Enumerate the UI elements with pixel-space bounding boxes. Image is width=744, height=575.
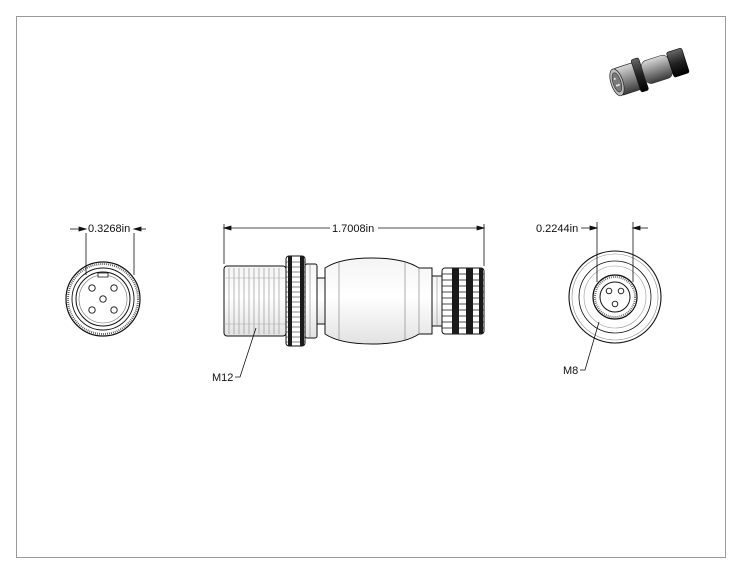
isometric-preview — [609, 47, 690, 97]
right-width-dimension — [581, 222, 648, 282]
pin — [605, 287, 613, 295]
m8-nut-knurl — [442, 273, 484, 329]
collar — [304, 263, 318, 339]
pin — [88, 306, 96, 314]
sheet-border — [16, 16, 726, 558]
right-end-view — [568, 250, 662, 344]
left-width-dimension — [70, 226, 146, 275]
pin — [88, 284, 96, 292]
left-pin-group — [88, 284, 118, 314]
side-view — [223, 255, 485, 347]
pin — [110, 284, 118, 292]
pin — [110, 306, 118, 314]
m12-leader — [235, 327, 257, 378]
right-pin-group — [605, 287, 625, 308]
right-width-label: 0.2244in — [536, 223, 578, 235]
pin — [99, 295, 107, 303]
pin — [617, 287, 625, 295]
m12-thread-body — [223, 265, 287, 337]
overall-length-dimension — [222, 224, 486, 266]
overall-length-label: 1.7008in — [332, 223, 374, 235]
center-body — [324, 257, 433, 345]
m12-callout: M12 — [212, 372, 233, 384]
m8-leader — [580, 321, 600, 371]
left-end-view — [65, 261, 141, 337]
m8-coupling-nut — [441, 267, 485, 335]
neck-left — [316, 277, 326, 325]
left-width-label: 0.3268in — [88, 223, 130, 235]
m8-callout: M8 — [563, 365, 578, 377]
thread-lines — [228, 268, 280, 334]
pin — [611, 300, 619, 308]
